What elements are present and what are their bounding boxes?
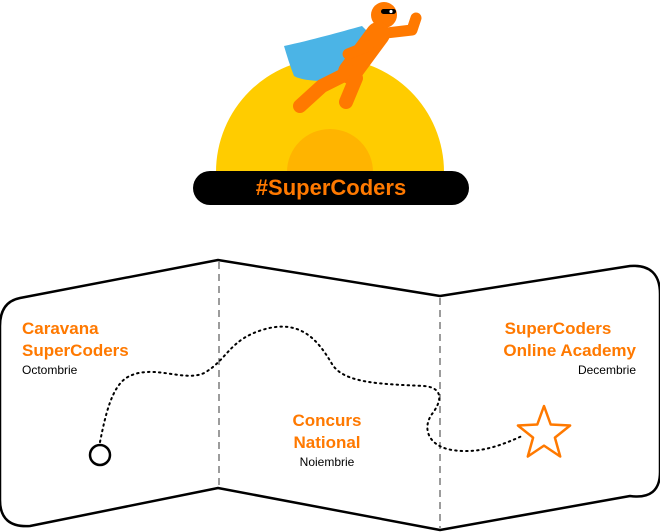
- hero-limbs: [293, 12, 422, 113]
- stage-title-line2: National: [293, 433, 361, 452]
- stage-online-academy: SuperCoders Online Academy Decembrie: [466, 318, 636, 378]
- stage-title-line1: SuperCoders: [504, 319, 612, 338]
- sun-dome: [216, 58, 444, 172]
- start-circle-icon: [88, 443, 112, 467]
- hashtag-badge: [193, 171, 469, 205]
- stage-concurs: Concurs National Noiembrie: [254, 410, 400, 470]
- route-path: [99, 325, 523, 452]
- stage-title-line1: Concurs: [292, 411, 362, 430]
- stage-title-line2: SuperCoders: [22, 341, 129, 360]
- stage-month: Octombrie: [22, 363, 78, 377]
- map: [0, 258, 660, 532]
- superhero-icon: [284, 2, 422, 113]
- hero-mask: [381, 9, 396, 14]
- hero-illustration: [193, 2, 469, 205]
- stage-title-line1: Caravana: [22, 319, 99, 338]
- map-outline: [0, 258, 660, 532]
- stage-caravana: Caravana SuperCoders Octombrie: [22, 318, 129, 378]
- stage-month: Noiembrie: [299, 455, 355, 469]
- stage-title-line2: Online Academy: [503, 341, 636, 360]
- hero-head: [371, 2, 397, 28]
- stage-month: Decembrie: [577, 363, 636, 377]
- hashtag-label: #SuperCoders: [255, 175, 407, 200]
- star-icon: [516, 404, 572, 458]
- hero-eye: [389, 9, 393, 14]
- sun-inner-dome: [287, 129, 373, 172]
